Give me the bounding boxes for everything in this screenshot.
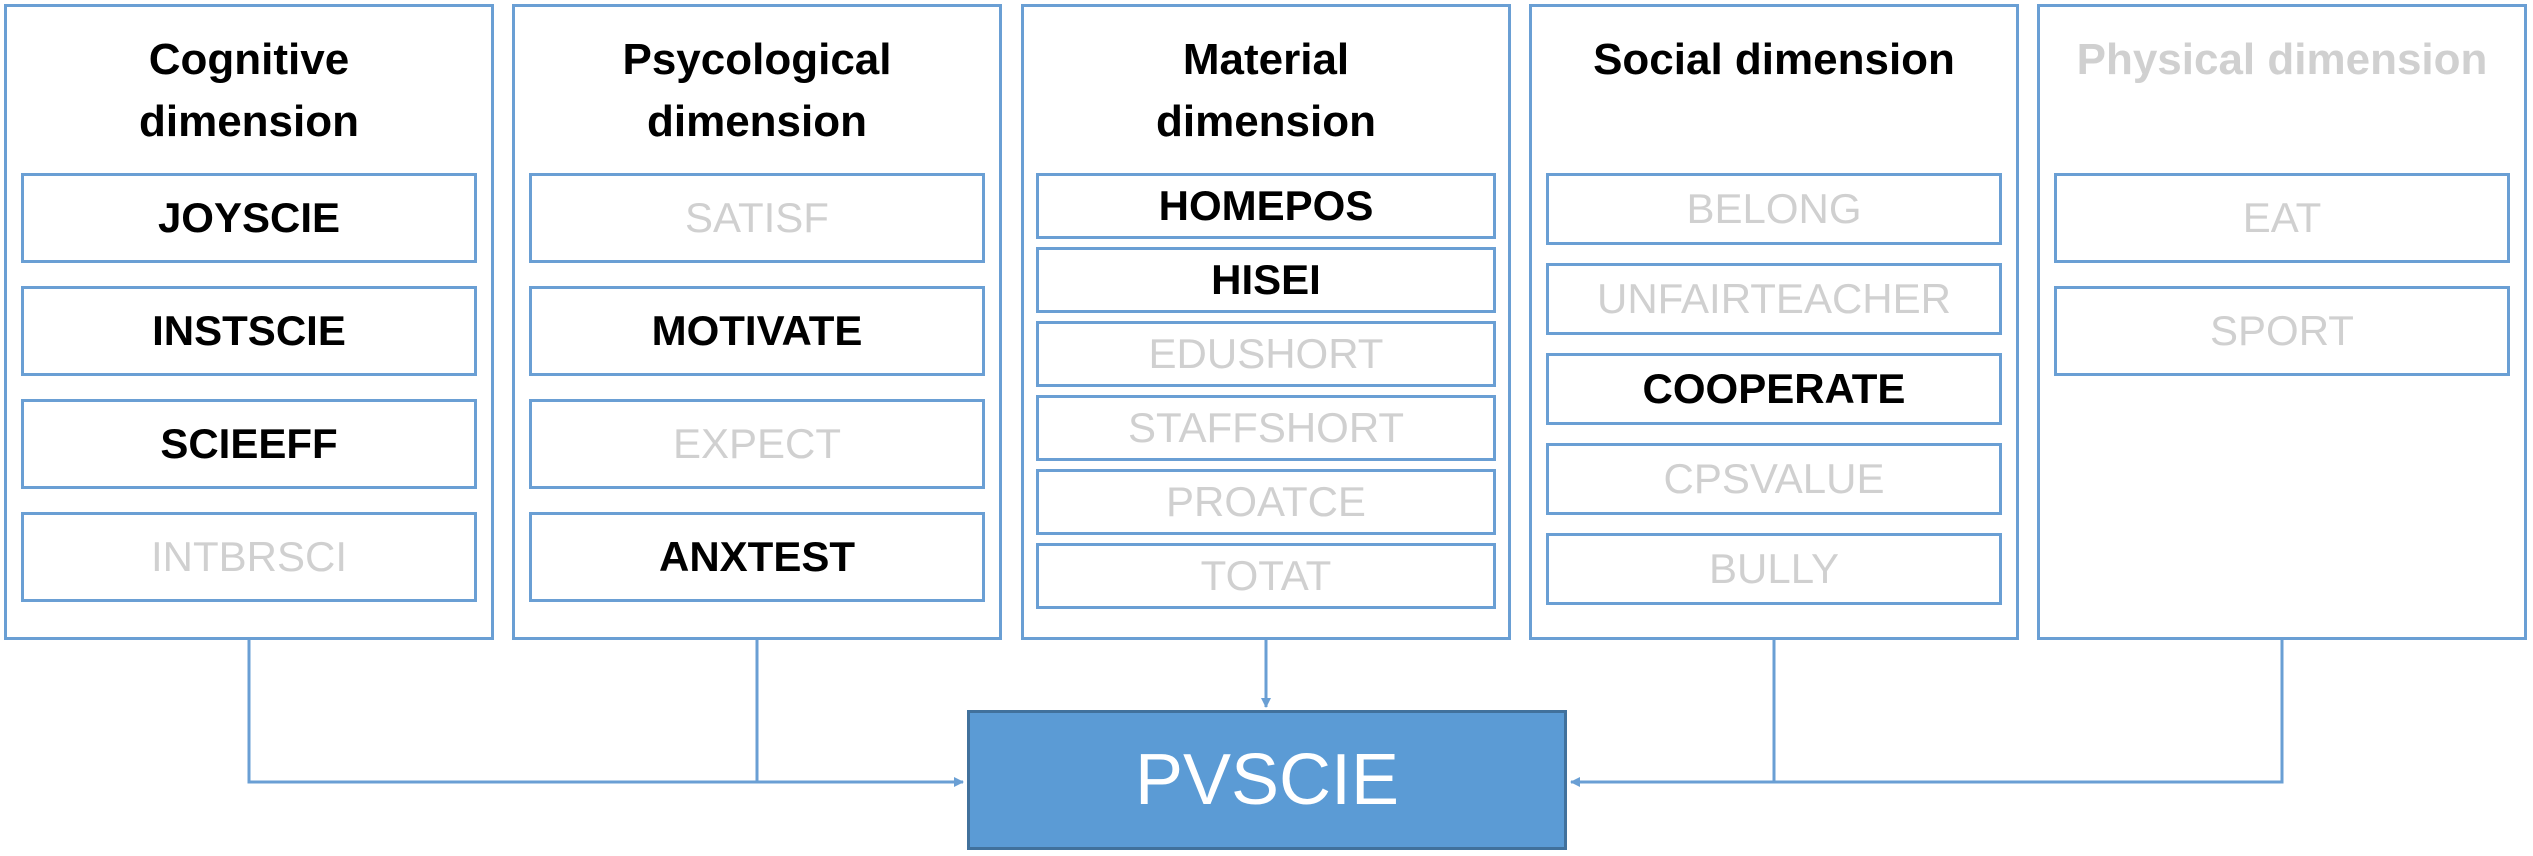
variable-belong: BELONG bbox=[1546, 173, 2002, 245]
dimension-title-psycological: Psycological dimension bbox=[622, 35, 892, 146]
variable-eat: EAT bbox=[2054, 173, 2510, 263]
variable-staffshort: STAFFSHORT bbox=[1036, 395, 1496, 461]
dimension-title-cognitive: Cognitive dimension bbox=[138, 35, 360, 146]
target-pvscie: PVSCIE bbox=[967, 710, 1567, 850]
connector-cognitive bbox=[247, 640, 757, 784]
connector-physical bbox=[1774, 640, 2284, 784]
connector-social bbox=[1570, 640, 1776, 787]
variable-instscie: INSTSCIE bbox=[21, 286, 477, 376]
variable-joyscie: JOYSCIE bbox=[21, 173, 477, 263]
variable-proatce: PROATCE bbox=[1036, 469, 1496, 535]
variable-bully: BULLY bbox=[1546, 533, 2002, 605]
variable-intbrsci: INTBRSCI bbox=[21, 512, 477, 602]
variable-cpsvalue: CPSVALUE bbox=[1546, 443, 2002, 515]
variable-sport: SPORT bbox=[2054, 286, 2510, 376]
dimension-title-physical: Physical dimension bbox=[2076, 35, 2488, 84]
variable-edushort: EDUSHORT bbox=[1036, 321, 1496, 387]
variable-anxtest: ANXTEST bbox=[529, 512, 985, 602]
target-label: PVSCIE bbox=[1134, 740, 1400, 820]
variable-totat: TOTAT bbox=[1036, 543, 1496, 609]
variable-satisf: SATISF bbox=[529, 173, 985, 263]
variable-motivate: MOTIVATE bbox=[529, 286, 985, 376]
variable-hisei: HISEI bbox=[1036, 247, 1496, 313]
dimension-title-material: Material dimension bbox=[1155, 35, 1377, 146]
variable-homepos: HOMEPOS bbox=[1036, 173, 1496, 239]
dimension-title-social: Social dimension bbox=[1593, 35, 1955, 84]
variable-cooperate: COOPERATE bbox=[1546, 353, 2002, 425]
connector-psycological bbox=[755, 640, 964, 787]
variable-unfairteacher: UNFAIRTEACHER bbox=[1546, 263, 2002, 335]
variable-scieeff: SCIEEFF bbox=[21, 399, 477, 489]
variable-expect: EXPECT bbox=[529, 399, 985, 489]
